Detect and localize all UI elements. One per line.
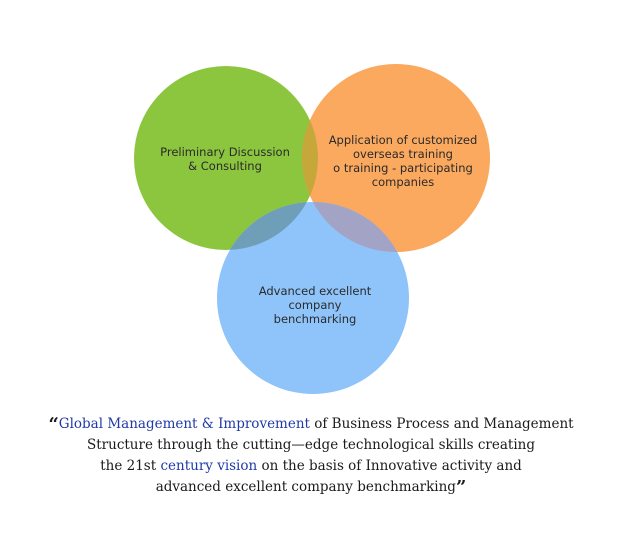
caption-line-4: advanced excellent company benchmarking” xyxy=(0,477,622,498)
caption-highlight-century-vision: century vision xyxy=(160,458,258,474)
caption-line-3: the 21st century vision on the basis of … xyxy=(0,456,622,477)
caption-text: on the basis of Innovative activity and xyxy=(257,458,522,474)
label-line: overseas training xyxy=(353,147,453,161)
caption-text: of Business Process and Management xyxy=(309,416,574,432)
green-circle xyxy=(134,66,318,250)
label-line: company xyxy=(288,298,342,312)
label-preliminary-discussion: Preliminary Discussion & Consulting xyxy=(150,145,300,173)
label-line: Advanced excellent xyxy=(258,284,372,298)
label-line: Preliminary Discussion xyxy=(160,145,290,159)
caption-text: the 21st xyxy=(100,458,161,474)
caption-text: advanced excellent company benchmarking xyxy=(155,479,456,495)
blue-circle xyxy=(217,202,409,394)
caption-highlight-global-management: Global Management & Improvement xyxy=(58,416,310,432)
label-line: o training - participating xyxy=(333,161,473,175)
label-benchmarking: Advanced excellent company benchmarking xyxy=(240,284,390,326)
vision-caption: “Global Management & Improvement of Busi… xyxy=(0,414,622,498)
close-quote: ” xyxy=(455,477,467,498)
label-line: benchmarking xyxy=(273,312,357,326)
orange-circle xyxy=(302,64,490,252)
caption-line-1: “Global Management & Improvement of Busi… xyxy=(0,414,622,435)
label-line: Application of customized xyxy=(328,133,478,147)
open-quote: “ xyxy=(48,414,59,435)
caption-line-2: Structure through the cutting—edge techn… xyxy=(87,437,535,453)
label-line: & Consulting xyxy=(188,159,262,173)
label-customized-training: Application of customized overseas train… xyxy=(318,133,488,189)
venn-diagram xyxy=(134,64,490,394)
label-line: companies xyxy=(371,175,435,189)
